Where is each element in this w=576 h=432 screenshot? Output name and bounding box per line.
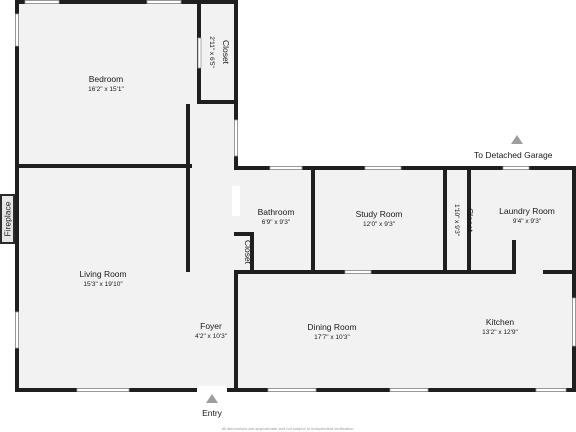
window: [572, 297, 576, 347]
living-room-dims: 15'3" x 19'10": [83, 281, 123, 288]
bedroom-label: Bedroom: [89, 74, 124, 84]
wall-bedroom-door-jamb: [186, 104, 190, 168]
bedroom-closet-label: Closet: [221, 40, 231, 65]
window: [364, 166, 402, 170]
dining-room-dims: 17'7" x 10'3": [314, 334, 350, 341]
east-wing-floor: [234, 168, 573, 390]
kitchen-label: Kitchen: [486, 317, 515, 327]
garage-label: To Detached Garage: [474, 150, 553, 160]
study-room-dims: 12'0" x 9'3": [363, 221, 396, 228]
windows: [15, 0, 576, 392]
window: [267, 388, 317, 392]
foyer-label: Foyer: [200, 321, 222, 331]
window: [146, 0, 182, 4]
window: [197, 37, 202, 69]
window: [344, 270, 372, 274]
bathroom-door: [232, 186, 240, 216]
fireplace-body: [2, 196, 13, 242]
wall-bedroom-bottom: [15, 164, 192, 168]
bedroom-dims: 16'2" x 15'1": [88, 86, 124, 93]
disclaimer: All dimensions are approximate and not s…: [222, 426, 355, 431]
study-room-label: Study Room: [356, 209, 403, 219]
dining-room-label: Dining Room: [307, 322, 356, 332]
wall-top-east: [234, 166, 576, 170]
west-wing-floor: [18, 3, 234, 390]
window: [535, 388, 567, 392]
window: [269, 166, 303, 170]
wall-hall-closet-top: [234, 232, 254, 236]
wall-right: [572, 166, 576, 392]
wall-laundry-stub: [512, 240, 516, 274]
exterior-markers: To Detached Garage Entry All dimensions …: [202, 135, 553, 431]
fireplace: Fireplace: [0, 194, 15, 244]
window: [234, 119, 238, 157]
entry-door: [197, 386, 227, 394]
hall-closet-label: Closet: [243, 240, 253, 265]
wall-laundry-bottom-right: [543, 270, 576, 274]
wall-top-bedroom: [15, 0, 238, 4]
study-closet-dims: 1'10" x 9'3": [453, 204, 460, 237]
garage-arrow-icon: [511, 135, 523, 144]
fireplace-label: Fireplace: [3, 201, 13, 236]
laundry-room-dims: 9'4" x 9'3": [513, 218, 542, 225]
wall-living-right: [186, 168, 190, 272]
bathroom-label: Bathroom: [258, 207, 295, 217]
wall-right-bedroom: [234, 0, 238, 170]
wall-bath-study: [311, 168, 315, 274]
room-labels: Bedroom 16'2" x 15'1" Closet 2'11" x 6'5…: [79, 36, 555, 341]
doorways: [197, 186, 240, 394]
wall-left: [15, 0, 19, 392]
window: [15, 13, 19, 47]
study-closet-label: Closet: [465, 208, 475, 233]
foyer-dims: 4'2" x 10'3": [195, 333, 228, 340]
kitchen-dims: 13'2" x 12'9": [482, 329, 518, 336]
bedroom-closet-dims: 2'11" x 6'5": [208, 36, 215, 68]
window: [389, 388, 429, 392]
wall-rooms-bottom: [234, 270, 516, 274]
bathroom-dims: 6'9" x 9'3": [262, 219, 291, 226]
laundry-room-label: Laundry Room: [499, 206, 555, 216]
wall-closet-bottom: [197, 100, 238, 104]
wall-closet-laundry: [467, 168, 471, 274]
wall-hall-closet-right: [250, 232, 254, 272]
wall-foyer-right: [234, 270, 238, 392]
entry-label: Entry: [202, 408, 223, 418]
entry-arrow-icon: [206, 394, 218, 403]
window: [502, 166, 530, 170]
window: [24, 0, 60, 4]
window: [76, 388, 130, 392]
wall-study-closet: [443, 168, 447, 274]
living-room-label: Living Room: [79, 269, 126, 279]
window: [15, 311, 19, 349]
